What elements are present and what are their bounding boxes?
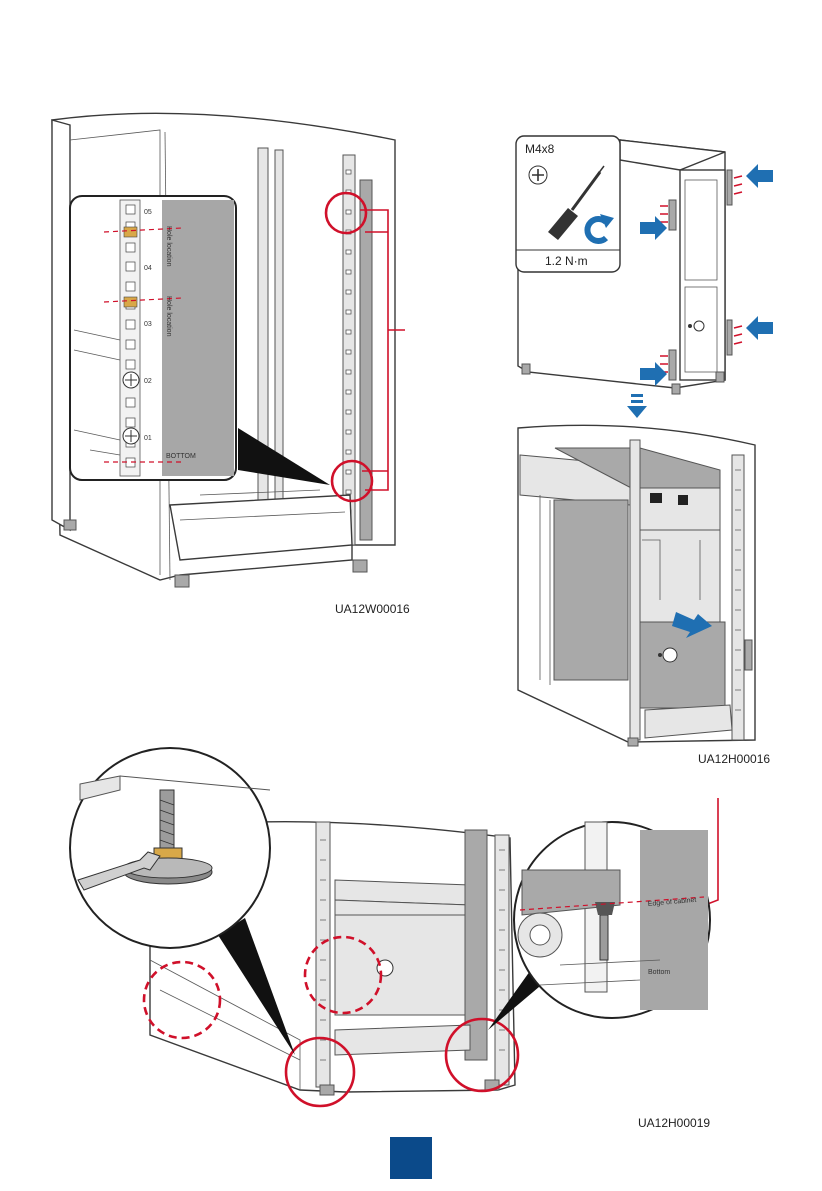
bottom-zoom-label: Bottom bbox=[648, 969, 670, 976]
figure-2-label: UA12H00016 bbox=[698, 752, 770, 766]
hole-number-02: 02 bbox=[144, 378, 152, 385]
screw-tool-callout: M4x8 1.2 N·m bbox=[516, 136, 620, 272]
torque-value: 1.2 N·m bbox=[545, 254, 588, 268]
down-arrow-icon bbox=[627, 394, 647, 418]
bottom-label: BOTTOM bbox=[166, 453, 196, 460]
hole-location-label-upper: Hole location bbox=[165, 226, 172, 267]
screw-spec: M4x8 bbox=[525, 142, 555, 156]
hole-number-05: 05 bbox=[144, 209, 152, 216]
figure-leveling: Edge of cabinet Bottom UA12H00019 bbox=[70, 748, 718, 1130]
figure-rail-fixing: M4x8 1.2 N·m bbox=[516, 136, 773, 766]
page-number-badge bbox=[390, 1137, 432, 1179]
hole-location-label-lower: Hole location bbox=[165, 296, 172, 337]
arrow-top-right bbox=[746, 164, 773, 188]
hole-number-04: 04 bbox=[144, 265, 152, 272]
hole-number-01: 01 bbox=[144, 435, 152, 442]
figure-1-label: UA12W00016 bbox=[335, 602, 410, 616]
rail-detail-inset: 05 04 03 02 01 Hole location Hole locati… bbox=[70, 196, 236, 480]
edge-alignment-zoom: Edge of cabinet Bottom bbox=[514, 822, 710, 1018]
arrow-bottom-right bbox=[746, 316, 773, 340]
figure-3-label: UA12H00019 bbox=[638, 1116, 710, 1130]
figure-cabinet-rails: 05 04 03 02 01 Hole location Hole locati… bbox=[52, 113, 410, 616]
hole-number-03: 03 bbox=[144, 321, 152, 328]
foot-leveling-zoom bbox=[70, 748, 270, 948]
